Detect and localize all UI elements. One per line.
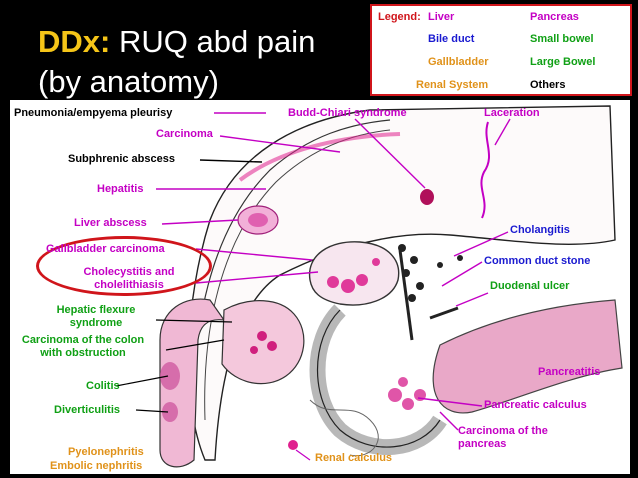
label-colon-carcinoma-line-2: with obstruction xyxy=(40,347,126,359)
gallbladder xyxy=(308,241,400,306)
legend-item-small-bowel: Small bowel xyxy=(530,33,594,45)
duodenal-ulcer-mark xyxy=(429,306,459,320)
label-colon-carcinoma-line-1: Carcinoma of the colon xyxy=(21,334,145,346)
label-diverticulitis: Diverticulitis xyxy=(54,404,121,416)
label-pancreas-carcinoma-line-1: Carcinoma of the xyxy=(458,425,548,437)
legend-title: Legend: xyxy=(378,11,421,23)
colon-transverse xyxy=(221,300,305,385)
label-hepatic-flexure-line-1: Hepatic flexure xyxy=(56,304,136,316)
label-renal-calculus: Renal calculus xyxy=(315,452,393,464)
label-gallbladder-carcinoma: Gallbladder carcinoma xyxy=(46,243,165,255)
label-colitis: Colitis xyxy=(86,380,120,392)
label-budd-chiari: Budd-Chiari syndrome xyxy=(288,107,407,119)
label-liver-abscess: Liver abscess xyxy=(74,217,147,229)
label-cholecystitis-line-2: cholelithiasis xyxy=(94,279,164,291)
subphrenic-band xyxy=(238,132,401,182)
legend-item-renal-system: Renal System xyxy=(416,79,489,91)
duodenum xyxy=(309,304,447,456)
label-pyelonephritis: Pyelonephritis xyxy=(68,446,144,458)
colon-ascending xyxy=(159,298,226,468)
slide-title-line-1: DDx: RUQ abd pain xyxy=(38,24,315,60)
label-cholangitis: Cholangitis xyxy=(510,224,570,236)
label-cholecystitis-line-1: Cholecystitis and xyxy=(83,266,175,278)
legend-item-liver: Liver xyxy=(428,11,455,23)
title-ddx: DDx: xyxy=(38,24,111,59)
legend-item-bile-duct: Bile duct xyxy=(428,33,475,45)
label-pancreatitis: Pancreatitis xyxy=(538,366,601,378)
label-embolic-nephritis: Embolic nephritis xyxy=(50,460,143,472)
label-pancreas-carcinoma-line-2: pancreas xyxy=(458,438,507,450)
label-hepatitis: Hepatitis xyxy=(97,183,144,195)
legend-box: Legend: Liver Pancreas Bile duct Small b… xyxy=(370,4,632,96)
label-duodenal-ulcer: Duodenal ulcer xyxy=(490,280,570,292)
highlight-ring xyxy=(36,236,212,296)
small-bowel-loops xyxy=(309,399,379,457)
slide-title-line-2: (by anatomy) xyxy=(38,64,219,99)
legend-item-gallbladder: Gallbladder xyxy=(428,56,489,68)
liver-laceration xyxy=(480,121,490,219)
label-laceration: Laceration xyxy=(484,107,540,119)
budd-chiari-spot xyxy=(420,189,434,205)
label-pneumonia: Pneumonia/empyema pleurisy xyxy=(14,107,173,119)
label-common-duct-stone: Common duct stone xyxy=(484,255,591,267)
legend-item-pancreas: Pancreas xyxy=(530,11,579,23)
label-hepatic-flexure-line-2: syndrome xyxy=(69,317,123,329)
legend-item-large-bowel: Large Bowel xyxy=(530,56,596,68)
legend-item-others: Others xyxy=(530,79,566,91)
title-main: RUQ abd pain xyxy=(110,24,316,59)
label-subphrenic-abscess: Subphrenic abscess xyxy=(68,153,175,165)
renal-calculus-mark xyxy=(288,440,298,450)
anatomy-diagram: Pneumonia/empyema pleurisy Carcinoma Sub… xyxy=(10,100,630,474)
anatomy-illustration xyxy=(115,105,623,468)
pancreas xyxy=(432,299,623,414)
label-pancreatic-calculus: Pancreatic calculus xyxy=(484,399,587,411)
label-carcinoma: Carcinoma xyxy=(156,128,213,140)
common-bile-duct xyxy=(398,249,414,341)
